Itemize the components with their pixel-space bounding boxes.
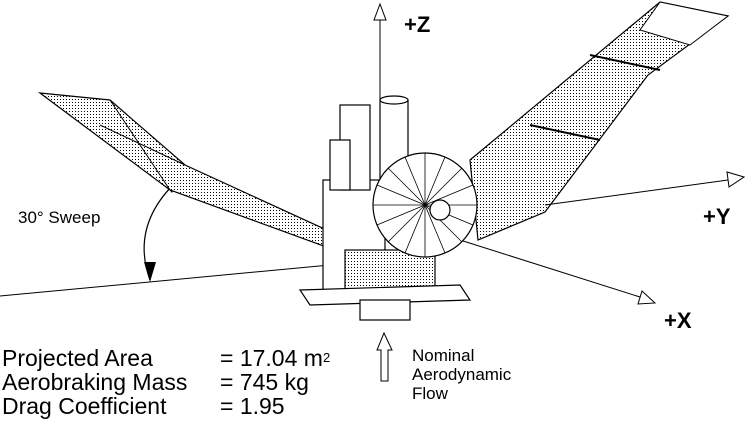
left-solar-panel — [37, 92, 357, 253]
y-axis-line — [544, 179, 729, 206]
y-axis-arrowhead-icon — [726, 171, 746, 188]
x-axis-arrowhead-icon — [637, 290, 657, 305]
sweep-reference-line — [0, 264, 331, 297]
x-axis-line — [459, 239, 641, 298]
sweep-arrowhead-icon — [144, 262, 156, 282]
x-axis-label: +X — [664, 308, 692, 333]
z-axis-arrowhead-icon — [373, 2, 387, 21]
aerodynamic-flow-arrow-icon — [376, 331, 393, 382]
stat-row: Aerobraking Mass= 745 kg — [2, 369, 309, 395]
spacecraft-body — [298, 95, 478, 321]
sweep-label: 30° Sweep — [18, 208, 101, 227]
z-axis-label: +Z — [404, 12, 431, 37]
y-axis-label: +Y — [703, 204, 731, 229]
flow-label: Nominal Aerodynamic Flow — [412, 346, 512, 403]
stat-row: Drag Coefficient= 1.95 — [2, 393, 285, 419]
